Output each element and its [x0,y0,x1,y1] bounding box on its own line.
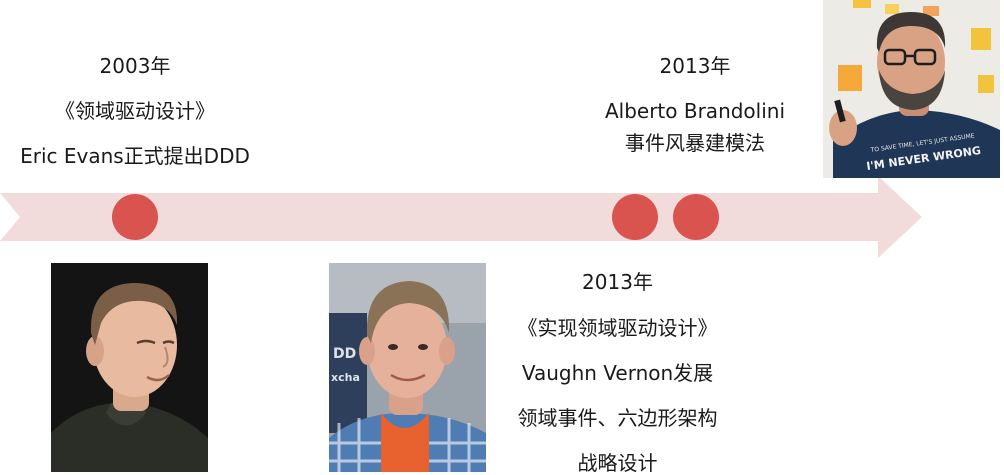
event-year: 2013年 [582,270,653,294]
portrait-vernon: DD xcha [329,263,486,472]
person-name: Alberto Brandolini [604,99,786,123]
portrait-brandolini: TO SAVE TIME, LET'S JUST ASSUME I'M NEVE… [823,0,1000,178]
book-title: 《领域驱动设计》 [55,99,215,123]
event-brandolini-text: 2013年 Alberto Brandolini 事件风暴建模法 [575,52,815,162]
event-description: 领域事件、六边形架构 [517,406,718,430]
book-title: 《实现领域驱动设计》 [517,316,718,340]
event-evans-text: 2003年 《领域驱动设计》 Eric Evans正式提出DDD [0,52,270,172]
event-description: Vaughn Vernon发展 [521,361,714,385]
timeline-dot-2013-vernon [612,194,658,240]
svg-text:xcha: xcha [331,371,360,384]
event-year: 2013年 [659,54,731,78]
event-description: 事件风暴建模法 [625,131,765,155]
event-vernon-text: 2013年 《实现领域驱动设计》 Vaughn Vernon发展 领域事件、六边… [495,268,740,475]
timeline-dot-2013-brandolini [673,194,719,240]
event-description: Eric Evans正式提出DDD [20,144,250,168]
portrait-evans [51,263,208,472]
event-description: 战略设计 [577,451,658,475]
timeline-dot-2003 [112,194,158,240]
svg-text:DD: DD [333,346,356,362]
event-year: 2003年 [99,54,171,78]
